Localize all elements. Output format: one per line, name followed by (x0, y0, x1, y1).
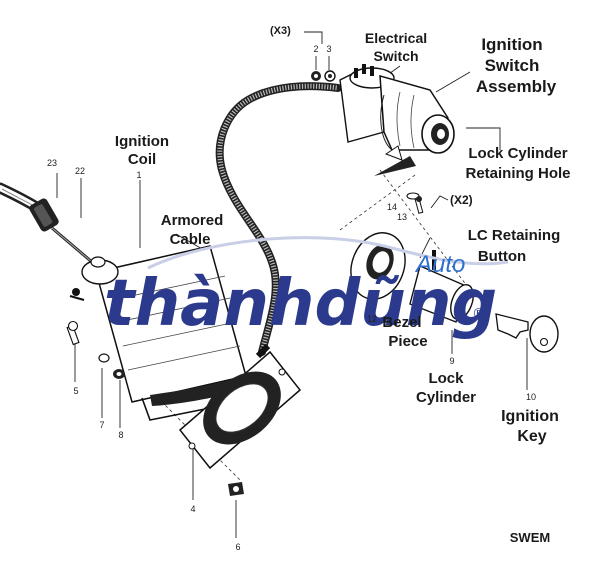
label-key: Key (517, 428, 546, 445)
label-swem: SWEM (510, 530, 550, 545)
spark-lead (0, 182, 93, 264)
part-number-2: 2 (313, 44, 318, 54)
label-piece: Piece (388, 333, 427, 350)
mounting-plate (178, 350, 302, 470)
part-number-13: 13 (397, 212, 407, 222)
label-switch: Switch (373, 48, 418, 64)
part-number-23: 23 (47, 158, 57, 168)
watermark-main: thànhdũng (104, 267, 497, 341)
labels: (X3) Electrical Switch Ignition Switch A… (115, 25, 571, 545)
label-switch-2: Switch (485, 56, 540, 75)
part-number-4: 4 (190, 504, 195, 514)
ignition-switch-assembly (339, 64, 455, 176)
label-lc-retaining: LC Retaining (468, 227, 561, 244)
part-number-8: 8 (118, 430, 123, 440)
label-lock-cylinder-1: Lock Cylinder (468, 145, 567, 162)
part-numbers: 1 2 3 4 5 6 7 8 9 10 12 13 14 22 23 (47, 44, 536, 552)
label-button: Button (478, 248, 526, 265)
label-electrical: Electrical (365, 30, 427, 46)
label-bezel: Bezel (382, 314, 421, 331)
watermark-registered: ® (472, 306, 486, 322)
label-cylinder: Cylinder (416, 389, 476, 406)
axis-lines (139, 169, 471, 481)
screw-washer (406, 192, 424, 214)
label-assembly: Assembly (476, 77, 557, 96)
part-number-7: 7 (99, 420, 104, 430)
ignition-key (495, 313, 559, 353)
armored-cable (215, 82, 342, 359)
leader-lines (56, 31, 528, 538)
label-ignition-coil-1: Ignition (115, 133, 169, 150)
part-number-1: 1 (136, 170, 141, 180)
part-number-14: 14 (387, 202, 397, 212)
part-number-6: 6 (235, 542, 240, 552)
watermark: thànhdũng Auto ® (104, 236, 509, 341)
label-x2: (X2) (450, 193, 473, 207)
part-number-10: 10 (526, 392, 536, 402)
ignition-coil (69, 245, 251, 421)
part-number-5: 5 (73, 386, 78, 396)
label-lock: Lock (428, 370, 464, 387)
part-number-12: 12 (367, 314, 377, 324)
part-number-9: 9 (449, 356, 454, 366)
part-number-3: 3 (326, 44, 331, 54)
label-cable: Cable (170, 231, 211, 248)
watermark-sub: Auto (414, 251, 465, 278)
label-retaining-hole: Retaining Hole (465, 165, 570, 182)
label-coil: Coil (128, 151, 156, 168)
label-ignition-1: Ignition (481, 35, 542, 54)
label-armored: Armored (161, 212, 224, 229)
hardware (66, 320, 244, 496)
label-ignition-key-1: Ignition (501, 408, 559, 425)
lock-cylinder (409, 250, 474, 323)
nuts (311, 70, 336, 82)
part-number-22: 22 (75, 166, 85, 176)
label-x3: (X3) (270, 25, 291, 37)
